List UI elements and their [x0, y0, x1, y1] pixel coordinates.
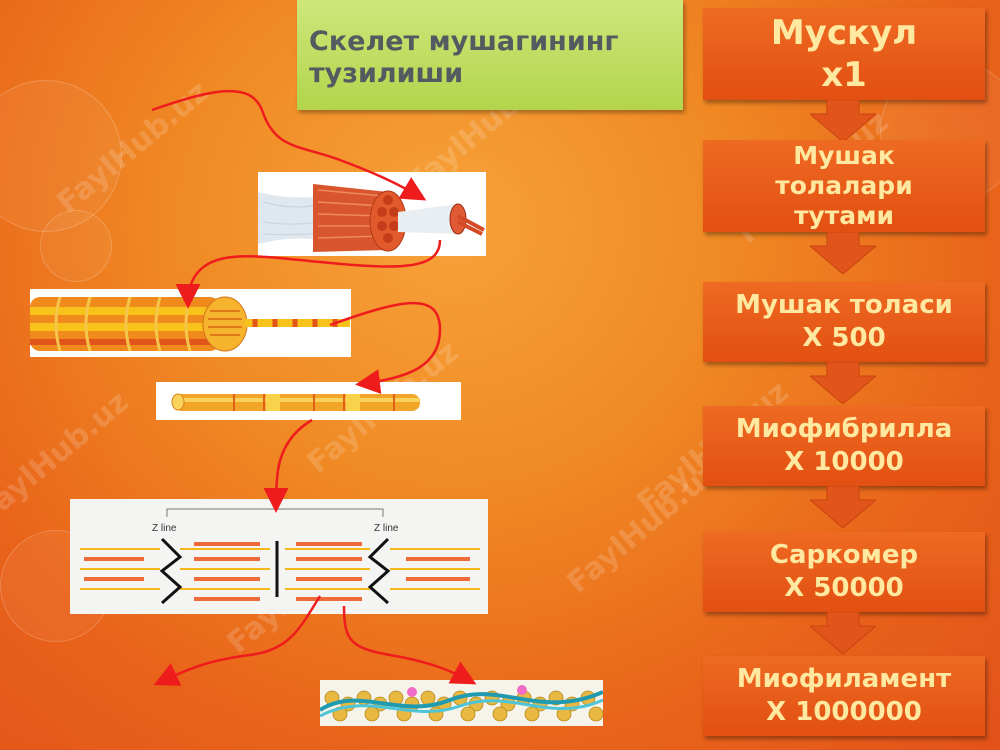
watermark: FaylHub.uz — [560, 454, 726, 601]
page-title: Скелет мушагининг тузилиши — [309, 26, 619, 89]
z-line-label-right: Z line — [374, 523, 399, 534]
myofilament-image — [320, 680, 603, 726]
step-fiber-bundles-line2: толалари — [775, 171, 913, 200]
down-arrow-icon — [810, 362, 876, 404]
down-arrow-icon — [810, 232, 876, 274]
background-bubble — [40, 210, 112, 282]
step-sarcomere-scale: Х 50000 — [784, 573, 904, 603]
step-muscle-fiber: Мушак толаси Х 500 — [703, 282, 985, 362]
step-muscle: Мускул х1 — [703, 8, 985, 100]
step-muscle-label: Мускул — [770, 13, 918, 53]
sarcomere-image: Z line Z line — [70, 499, 488, 614]
myofibril-image — [156, 382, 461, 420]
step-muscle-fiber-scale: Х 500 — [802, 323, 886, 353]
step-myofibril: Миофибрилла Х 10000 — [703, 406, 985, 486]
step-myofilament-scale: Х 1000000 — [766, 697, 922, 727]
step-muscle-scale: х1 — [821, 55, 867, 95]
step-myofilament-label: Миофиламент — [736, 664, 952, 694]
down-arrow-icon — [810, 486, 876, 528]
title-box: Скелет мушагининг тузилиши — [297, 0, 683, 110]
step-fiber-bundles-line1: Мушак — [793, 141, 895, 170]
down-arrow-icon — [810, 100, 876, 142]
step-sarcomere-label: Саркомер — [769, 540, 919, 570]
background-bubble — [0, 80, 122, 232]
step-myofibril-scale: Х 10000 — [784, 447, 904, 477]
muscle-fiber-image — [30, 289, 351, 357]
z-line-label-left: Z line — [152, 523, 177, 534]
step-fiber-bundles: Мушак толалари тутами — [703, 140, 985, 232]
step-myofilament: Миофиламент Х 1000000 — [703, 656, 985, 736]
step-myofibril-label: Миофибрилла — [735, 414, 953, 444]
step-sarcomere: Саркомер Х 50000 — [703, 532, 985, 612]
step-fiber-bundles-line3: тутами — [793, 201, 895, 230]
muscle-image — [258, 172, 486, 256]
step-muscle-fiber-label: Мушак толаси — [735, 290, 953, 320]
down-arrow-icon — [810, 612, 876, 654]
